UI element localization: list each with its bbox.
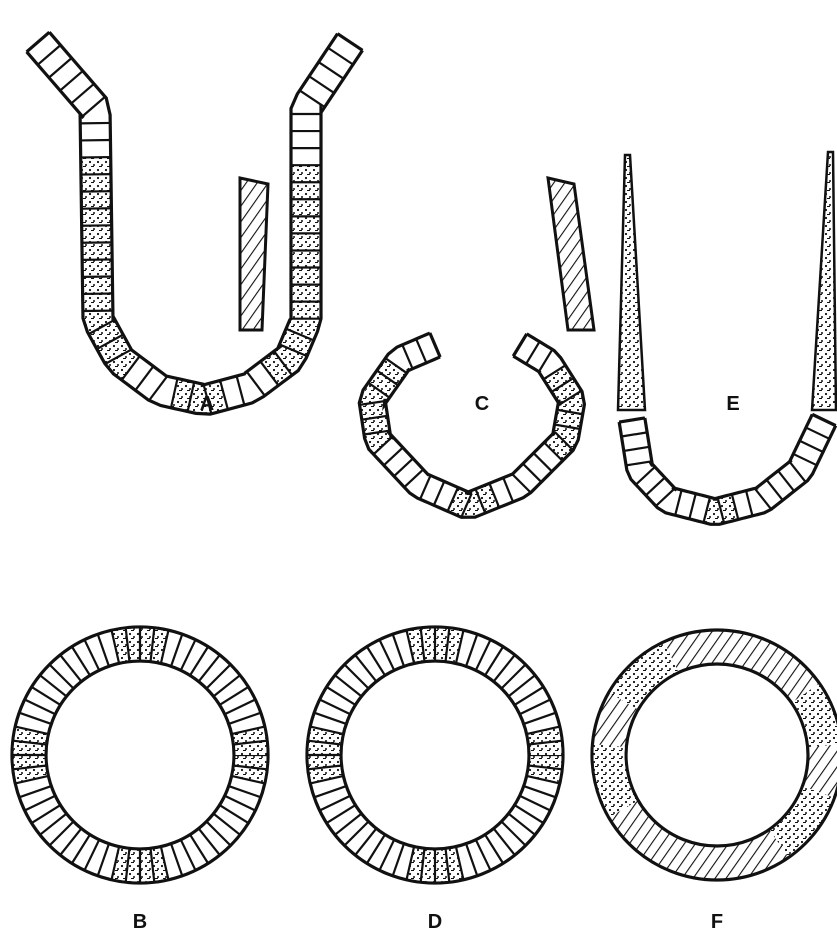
panel-label-d: D bbox=[428, 911, 442, 933]
panel-c-right-hatched-segment bbox=[548, 178, 594, 330]
panel-label-b: B bbox=[133, 911, 147, 933]
panel-f-ring bbox=[592, 630, 837, 880]
panel-label-f: F bbox=[711, 911, 723, 933]
panel-a-cell-wall bbox=[27, 32, 363, 414]
panel-e-right-tapering-wall bbox=[812, 152, 836, 410]
panel-c-left-hatched-segment bbox=[240, 178, 268, 330]
panel-c-cell-wall bbox=[359, 333, 584, 517]
panel-e-cell-wall bbox=[619, 414, 836, 524]
panel-d-ring bbox=[307, 627, 563, 883]
panel-e-cup bbox=[618, 152, 836, 524]
panel-label-a: A bbox=[200, 393, 214, 415]
panel-a-u-tube bbox=[27, 32, 363, 414]
panel-e-left-tapering-wall bbox=[618, 155, 645, 410]
panel-label-e: E bbox=[726, 393, 739, 415]
panel-b-ring bbox=[12, 627, 268, 883]
panel-label-c: C bbox=[475, 393, 489, 415]
